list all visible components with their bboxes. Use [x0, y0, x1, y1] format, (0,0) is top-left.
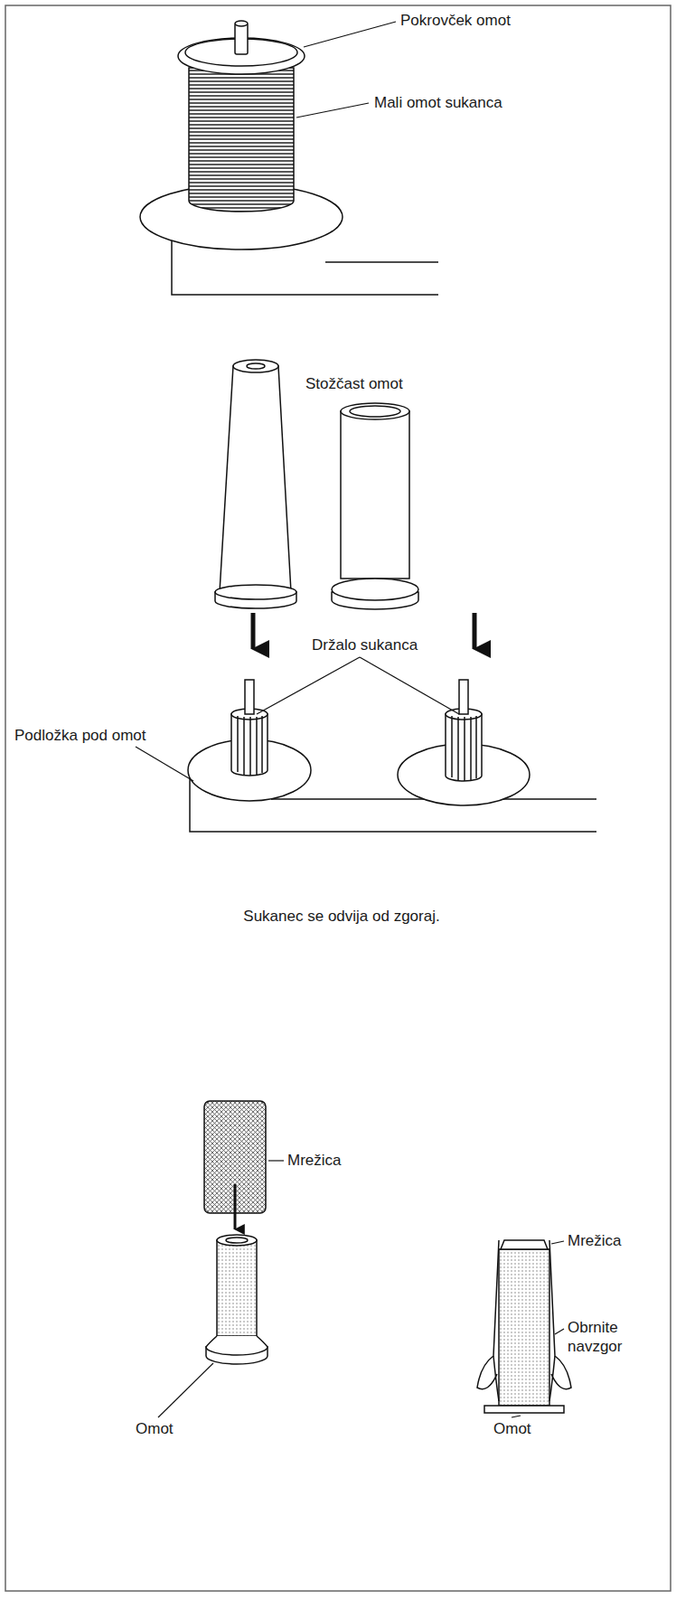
frame [5, 5, 671, 1591]
part-label: Mrežica [567, 1230, 622, 1250]
leader-line [359, 657, 460, 714]
thread-spool [340, 403, 410, 420]
net-and-spool-right [500, 1239, 548, 1249]
leader-line [554, 1328, 564, 1334]
net-and-spool-left [234, 1183, 237, 1230]
leader-line [256, 657, 360, 714]
thread-spool [340, 411, 410, 579]
spool-holder [451, 715, 477, 781]
spool-holder [459, 679, 469, 714]
net-and-spool-left [206, 1335, 268, 1355]
spool-holder [237, 715, 263, 776]
thread-spool [349, 405, 401, 417]
small-spool-figure [188, 67, 294, 212]
part-label: Omot [135, 1418, 174, 1438]
spool-holder [445, 713, 482, 781]
net-and-spool-right [484, 1405, 564, 1413]
net-and-spool-left [204, 1100, 268, 1364]
net-and-spool-right [498, 1248, 550, 1406]
part-label: Mali omot sukanca [374, 93, 503, 113]
leader-line [135, 746, 194, 781]
part-label: Sukanec se odvija od zgoraj. [243, 906, 440, 926]
net-and-spool-right [493, 1355, 555, 1401]
down-arrow [472, 612, 478, 649]
part-label: Obrnite navzgor [567, 1317, 642, 1356]
net-and-spool-right [477, 1239, 572, 1413]
net-and-spool-left [216, 1234, 257, 1246]
thread-spool [331, 403, 419, 610]
cone-spool [215, 584, 297, 600]
cone-spool [246, 363, 265, 369]
thread-spool [331, 578, 419, 601]
net-and-spool-left [225, 1237, 248, 1243]
net-and-spool-right [549, 1239, 572, 1390]
cone-spool [215, 359, 297, 609]
net-and-spool-left [216, 1239, 257, 1336]
part-label: Stožčast omot [305, 374, 404, 394]
cone-spool [233, 359, 279, 373]
leader-line [551, 1240, 564, 1244]
part-label: Podložka pod omot [14, 725, 147, 745]
spool-holder [244, 679, 254, 714]
spool-holder [231, 713, 268, 776]
leader-line [511, 1415, 521, 1418]
spool-holder [187, 679, 597, 832]
net-and-spool-right [477, 1239, 499, 1390]
part-label: Držalo sukanca [311, 635, 418, 655]
small-spool-figure [325, 261, 439, 263]
leader-line [296, 103, 369, 118]
part-label: Pokrovček omot [400, 10, 511, 30]
part-label: Omot [493, 1418, 532, 1438]
leader-line [158, 1362, 214, 1418]
cone-spool [219, 366, 292, 592]
small-spool-figure [234, 20, 248, 27]
leader-line [303, 21, 396, 47]
leader-line [135, 21, 564, 1418]
part-label: Mrežica [287, 1150, 342, 1170]
down-arrow [251, 612, 256, 649]
small-spool-figure [234, 23, 248, 55]
leader-line [268, 1159, 284, 1161]
small-spool-figure [140, 20, 439, 295]
